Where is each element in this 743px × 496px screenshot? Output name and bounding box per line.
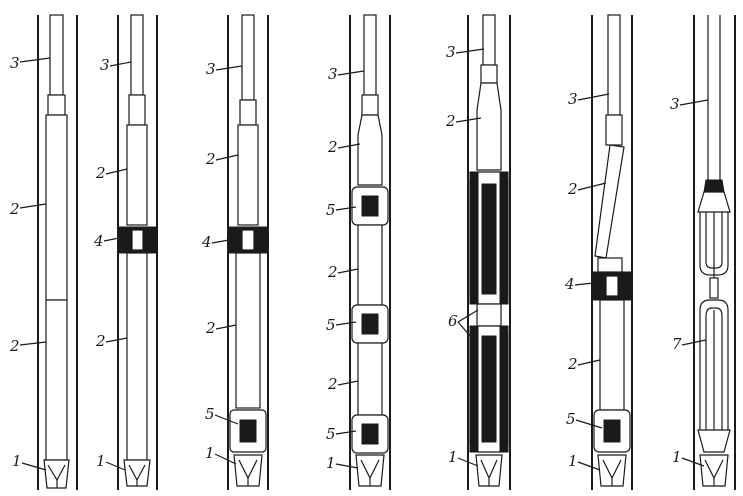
label-7: 7	[672, 335, 682, 353]
assembly-6: 3 2 4 2 5 1	[564, 14, 633, 490]
drill-pipe	[241, 14, 255, 101]
label-2: 2	[567, 355, 578, 373]
assembly-1: 3 2 2 1	[9, 14, 78, 490]
drill-collar-upper	[45, 114, 68, 301]
pipe-joint	[361, 94, 379, 116]
label-3: 3	[206, 60, 216, 78]
stabilizer-blades	[481, 183, 497, 295]
label-2: 2	[567, 180, 578, 198]
assembly-4: 3 2 5 2 5 2 5 1	[326, 14, 391, 490]
assembly-7: 3 7 1	[670, 15, 736, 490]
drill-collar	[357, 224, 383, 306]
label-3: 3	[328, 65, 338, 83]
label-4: 4	[93, 232, 104, 250]
drill-collar	[476, 303, 502, 327]
label-2: 2	[205, 150, 216, 168]
label-3: 3	[568, 90, 578, 108]
label-2: 2	[327, 263, 338, 281]
label-6: 6	[448, 312, 458, 330]
drill-collar	[599, 299, 625, 411]
assembly-5: 3 2 6 1	[445, 14, 511, 490]
pipe-joint	[605, 114, 623, 146]
label-1: 1	[672, 448, 682, 466]
bent-sub	[594, 144, 625, 259]
pipe-joint	[480, 64, 498, 84]
label-2: 2	[95, 332, 106, 350]
label-3: 3	[10, 54, 20, 72]
drill-pipe	[482, 14, 496, 66]
label-1: 1	[12, 452, 22, 470]
label-5: 5	[326, 316, 336, 334]
label-2: 2	[327, 138, 338, 156]
drill-collar-upper	[126, 124, 148, 226]
stabilizer-blades	[481, 335, 497, 443]
label-2: 2	[9, 337, 20, 355]
label-1: 1	[326, 454, 336, 472]
drill-pipe	[363, 14, 377, 96]
pendulum-frame-lower	[699, 299, 729, 430]
drill-bit	[123, 459, 151, 487]
label-1: 1	[205, 444, 215, 462]
label-2: 2	[9, 200, 20, 218]
label-1: 1	[96, 452, 106, 470]
assembly-2: 3 2 4 2 1	[93, 14, 158, 490]
pendulum-head	[703, 179, 725, 193]
drill-collar-lower	[126, 252, 148, 461]
label-5: 5	[326, 425, 336, 443]
pipe-joint	[47, 94, 66, 116]
label-3: 3	[446, 43, 456, 61]
label-2: 2	[205, 319, 216, 337]
pipe-joint	[128, 94, 146, 126]
drill-collar	[357, 114, 383, 186]
drill-collar-upper	[237, 124, 259, 226]
drill-collar	[476, 82, 502, 171]
label-5: 5	[326, 201, 336, 219]
label-3: 3	[100, 56, 110, 74]
label-1: 1	[448, 448, 458, 466]
drill-collar	[357, 342, 383, 416]
pipe-joint	[239, 99, 257, 126]
label-2: 2	[95, 164, 106, 182]
drill-pipe	[49, 14, 64, 96]
label-2: 2	[327, 375, 338, 393]
drill-collar-lower	[235, 252, 261, 409]
assembly-3: 3 2 4 2 5 1	[201, 14, 269, 490]
drill-collar-lower	[45, 299, 68, 461]
label-3: 3	[670, 95, 680, 113]
label-5: 5	[205, 405, 215, 423]
label-4: 4	[201, 233, 212, 251]
label-5: 5	[566, 410, 576, 428]
label-1: 1	[568, 452, 578, 470]
drill-pipe	[130, 14, 144, 96]
label-2: 2	[445, 112, 456, 130]
drill-pipe	[607, 14, 621, 116]
label-4: 4	[564, 275, 575, 293]
drill-bit	[43, 459, 70, 489]
